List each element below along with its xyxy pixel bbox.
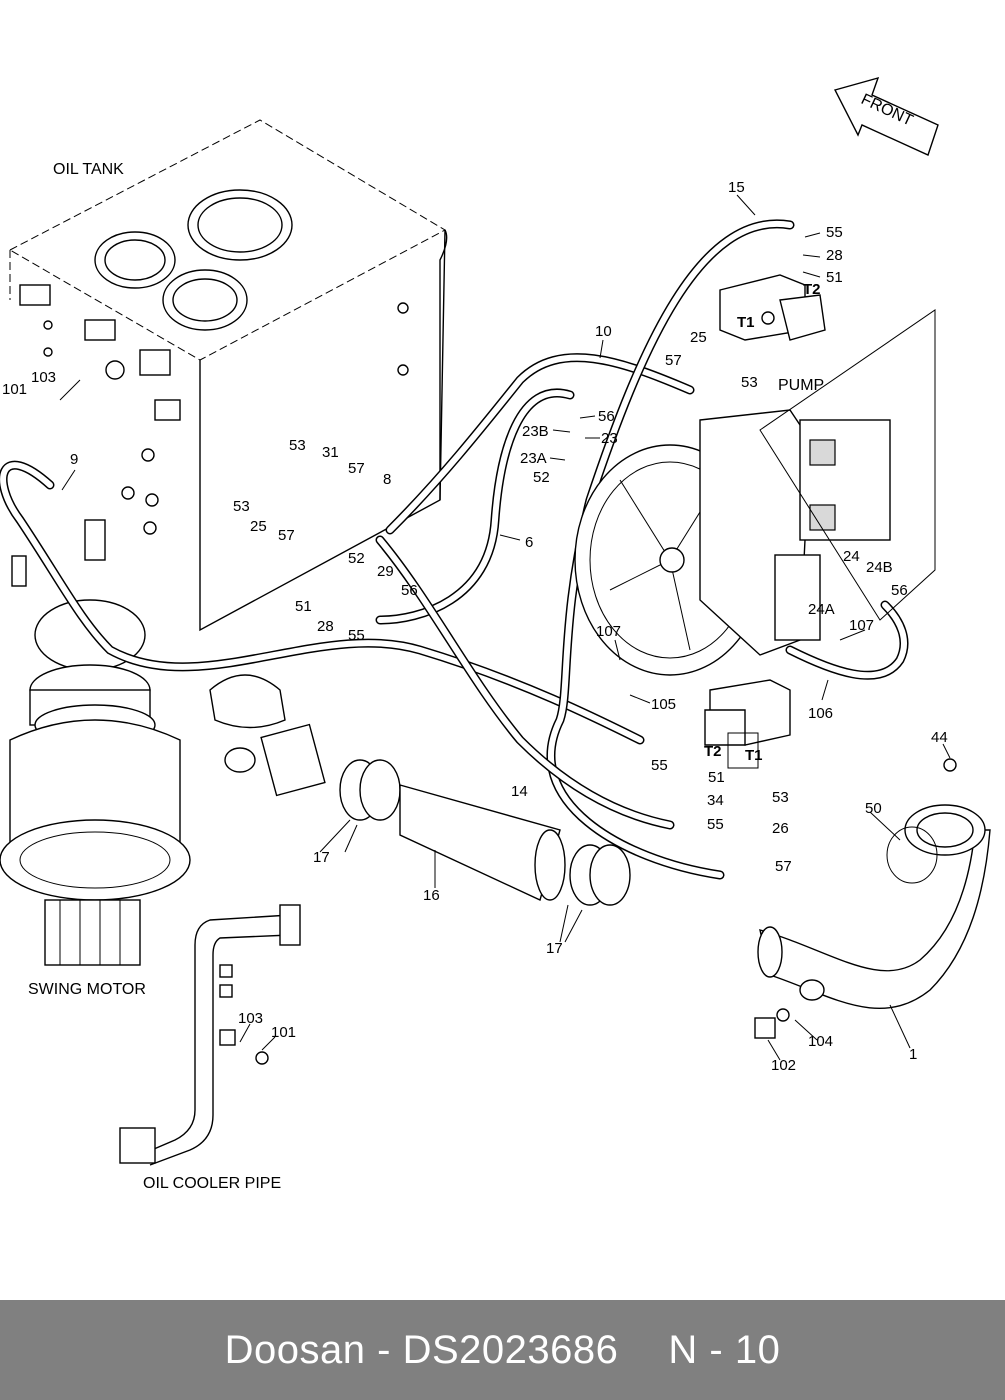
- callout-14: 14: [511, 783, 528, 800]
- callout-9: 9: [70, 451, 78, 468]
- callout-101: 101: [2, 381, 27, 398]
- callout-25: 25: [250, 518, 267, 535]
- callout-56: 56: [401, 582, 418, 599]
- callout-107: 107: [596, 623, 621, 640]
- label-t2-lower: T2: [704, 743, 722, 760]
- swing-motor: [0, 519, 191, 966]
- callout-28: 28: [317, 618, 334, 635]
- front-arrow: [833, 76, 939, 156]
- callout-26: 26: [772, 820, 789, 837]
- callout-50: 50: [865, 800, 882, 817]
- callout-105: 105: [651, 696, 676, 713]
- callout-103: 103: [238, 1010, 263, 1027]
- callout-24b: 24B: [866, 559, 893, 576]
- callout-57: 57: [775, 858, 792, 875]
- callout-57: 57: [348, 460, 365, 477]
- footer-part-ref: Doosan - DS2023686: [224, 1327, 619, 1372]
- callout-56: 56: [598, 408, 615, 425]
- callout-51: 51: [295, 598, 312, 615]
- callout-15: 15: [728, 179, 745, 196]
- tank-fittings: [19, 284, 409, 535]
- footer-page-ref: N - 10: [668, 1327, 781, 1372]
- return-pipe: [754, 758, 991, 1039]
- caption-swing-motor: SWING MOTOR: [28, 981, 146, 998]
- callout-56: 56: [891, 582, 908, 599]
- callout-53: 53: [772, 789, 789, 806]
- callout-103: 103: [31, 369, 56, 386]
- swing-pinion: [44, 899, 141, 966]
- callout-57: 57: [665, 352, 682, 369]
- leader-lines: [59, 194, 951, 1061]
- callout-106: 106: [808, 705, 833, 722]
- callout-24: 24: [843, 548, 860, 565]
- callout-102: 102: [771, 1057, 796, 1074]
- callout-16: 16: [423, 887, 440, 904]
- callout-23a: 23A: [520, 450, 547, 467]
- callout-8: 8: [383, 471, 391, 488]
- callout-10: 10: [595, 323, 612, 340]
- callout-57: 57: [278, 527, 295, 544]
- tube-and-clamps: [209, 674, 631, 906]
- callout-51: 51: [826, 269, 843, 286]
- callout-53: 53: [233, 498, 250, 515]
- callout-52: 52: [533, 469, 550, 486]
- caption-oil-tank: OIL TANK: [53, 161, 124, 178]
- footer-bar: Doosan - DS2023686 N - 10: [0, 1300, 1005, 1400]
- caption-pump: PUMP: [778, 377, 824, 394]
- callout-24a: 24A: [808, 601, 835, 618]
- callout-55: 55: [651, 757, 668, 774]
- label-t1-lower: T1: [745, 747, 763, 764]
- oil-cooler-pipe: [119, 904, 301, 1166]
- callout-numbers: 15 55 28 51 10 25 57 53 101 103 9 56 23B…: [2, 179, 948, 1074]
- callout-29: 29: [377, 563, 394, 580]
- oil-tank: [8, 119, 448, 632]
- callout-34: 34: [707, 792, 724, 809]
- callout-53: 53: [289, 437, 306, 454]
- caption-oil-cooler-pipe: OIL COOLER PIPE: [143, 1175, 281, 1192]
- pump: [574, 309, 936, 676]
- callout-52: 52: [348, 550, 365, 567]
- callout-101: 101: [271, 1024, 296, 1041]
- callout-55: 55: [826, 224, 843, 241]
- callout-25: 25: [690, 329, 707, 346]
- hoses: [0, 219, 909, 880]
- label-t1-upper: T1: [737, 314, 755, 331]
- label-t2-upper: T2: [803, 281, 821, 298]
- callout-107: 107: [849, 617, 874, 634]
- callout-53: 53: [741, 374, 758, 391]
- callout-23b: 23B: [522, 423, 549, 440]
- callout-17: 17: [546, 940, 563, 957]
- callout-28: 28: [826, 247, 843, 264]
- callout-31: 31: [322, 444, 339, 461]
- callout-51: 51: [708, 769, 725, 786]
- callout-55: 55: [707, 816, 724, 833]
- valve-block-lower: [704, 679, 791, 769]
- callout-55: 55: [348, 627, 365, 644]
- callout-104: 104: [808, 1033, 833, 1050]
- parts-diagram: OIL TANK PUMP SWING MOTOR OIL COOLER PIP…: [0, 76, 991, 1192]
- valve-block-upper: [719, 274, 826, 341]
- callout-6: 6: [525, 534, 533, 551]
- callout-23: 23: [601, 430, 618, 447]
- callout-1: 1: [909, 1046, 917, 1063]
- callout-44: 44: [931, 729, 948, 746]
- callout-17: 17: [313, 849, 330, 866]
